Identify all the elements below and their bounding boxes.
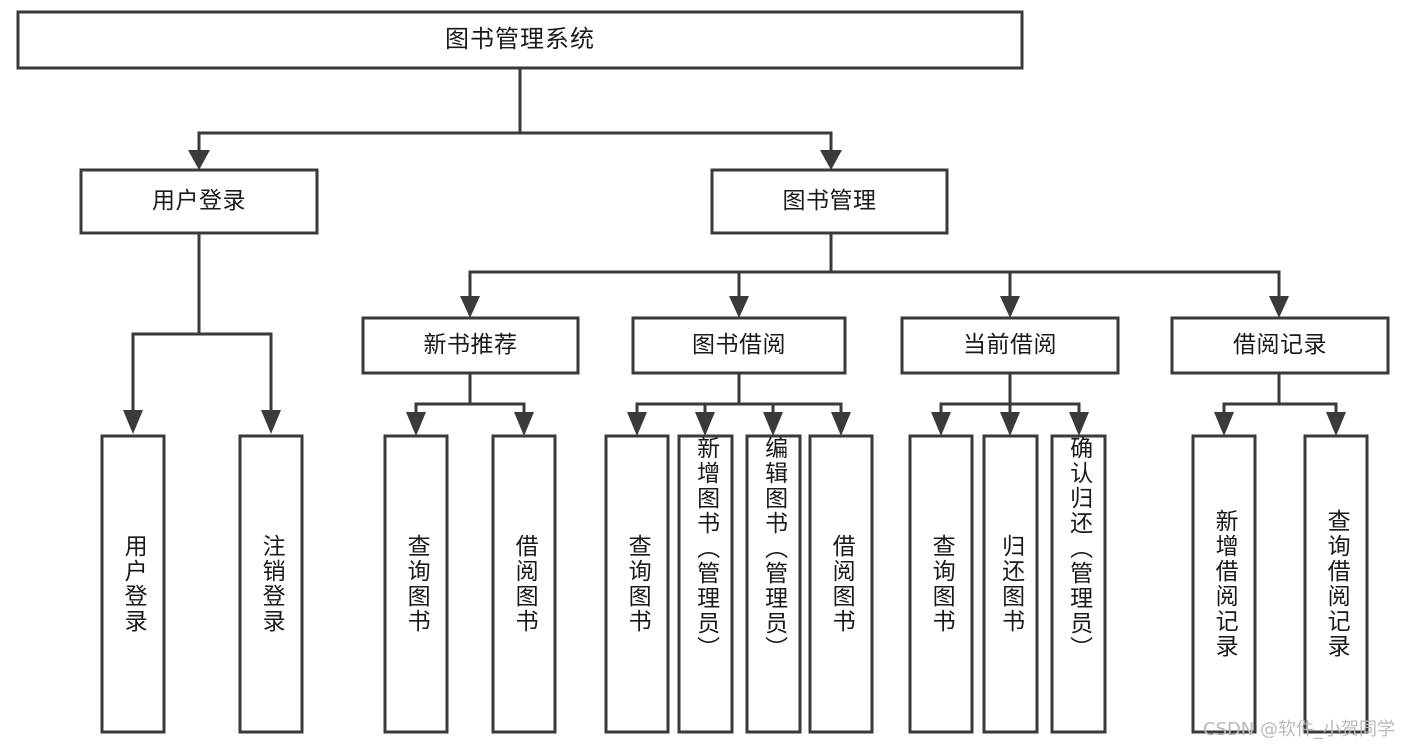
box-leaf-logout-login[interactable]	[238, 434, 304, 734]
arrow-head-current-borrow	[1000, 296, 1020, 318]
arrow-head-borrow-record	[1269, 296, 1289, 318]
box-current-borrow[interactable]	[900, 316, 1120, 375]
watermark: CSDN @软件_小贺同学	[1202, 719, 1395, 740]
arrow-head-leaf-add-record	[1214, 412, 1234, 436]
arrow-head-user-login	[188, 150, 210, 170]
box-leaf-query-book-2[interactable]	[604, 434, 670, 734]
arrow-head-book-management	[820, 150, 842, 170]
arrow-head-leaf-borrow-book-2	[831, 412, 851, 436]
arrow-head-leaf-logout-login	[261, 410, 281, 434]
box-leaf-add-record[interactable]	[1191, 434, 1257, 734]
arrow-head-leaf-query-book-1	[406, 412, 426, 436]
arrow-head-leaf-query-book-3	[931, 412, 951, 436]
arrow-head-leaf-query-record	[1326, 412, 1346, 436]
box-leaf-confirm-return[interactable]	[1050, 434, 1107, 734]
arrow-head-leaf-return-book	[1000, 412, 1020, 436]
box-book-borrow[interactable]	[631, 316, 847, 375]
arrow-head-leaf-user-login	[123, 410, 143, 434]
box-leaf-query-book-1[interactable]	[383, 434, 449, 734]
box-leaf-query-record[interactable]	[1303, 434, 1369, 734]
node-box-group	[16, 10, 1390, 734]
arrow-head-leaf-borrow-book-1	[514, 412, 534, 436]
arrow-head-book-borrow	[729, 296, 749, 318]
box-leaf-edit-book[interactable]	[745, 434, 802, 734]
box-leaf-add-book[interactable]	[677, 434, 734, 734]
connector-group	[123, 66, 1346, 436]
box-leaf-return-book[interactable]	[982, 434, 1039, 734]
box-user-login[interactable]	[79, 168, 319, 235]
box-leaf-borrow-book-2[interactable]	[808, 434, 874, 734]
box-leaf-query-book-3[interactable]	[908, 434, 974, 734]
box-borrow-record[interactable]	[1170, 316, 1390, 375]
box-leaf-borrow-book-1[interactable]	[491, 434, 557, 734]
arrow-head-leaf-edit-book	[763, 412, 783, 436]
box-book-management[interactable]	[710, 168, 949, 235]
arrow-head-leaf-confirm-return	[1069, 412, 1089, 436]
arrow-head-leaf-add-book	[695, 412, 715, 436]
arrow-head-leaf-query-book-2	[627, 412, 647, 436]
box-leaf-user-login[interactable]	[100, 434, 166, 734]
box-root[interactable]	[16, 10, 1024, 70]
box-new-book-recommend[interactable]	[361, 316, 580, 375]
arrow-head-new-book-recommend	[460, 296, 480, 318]
